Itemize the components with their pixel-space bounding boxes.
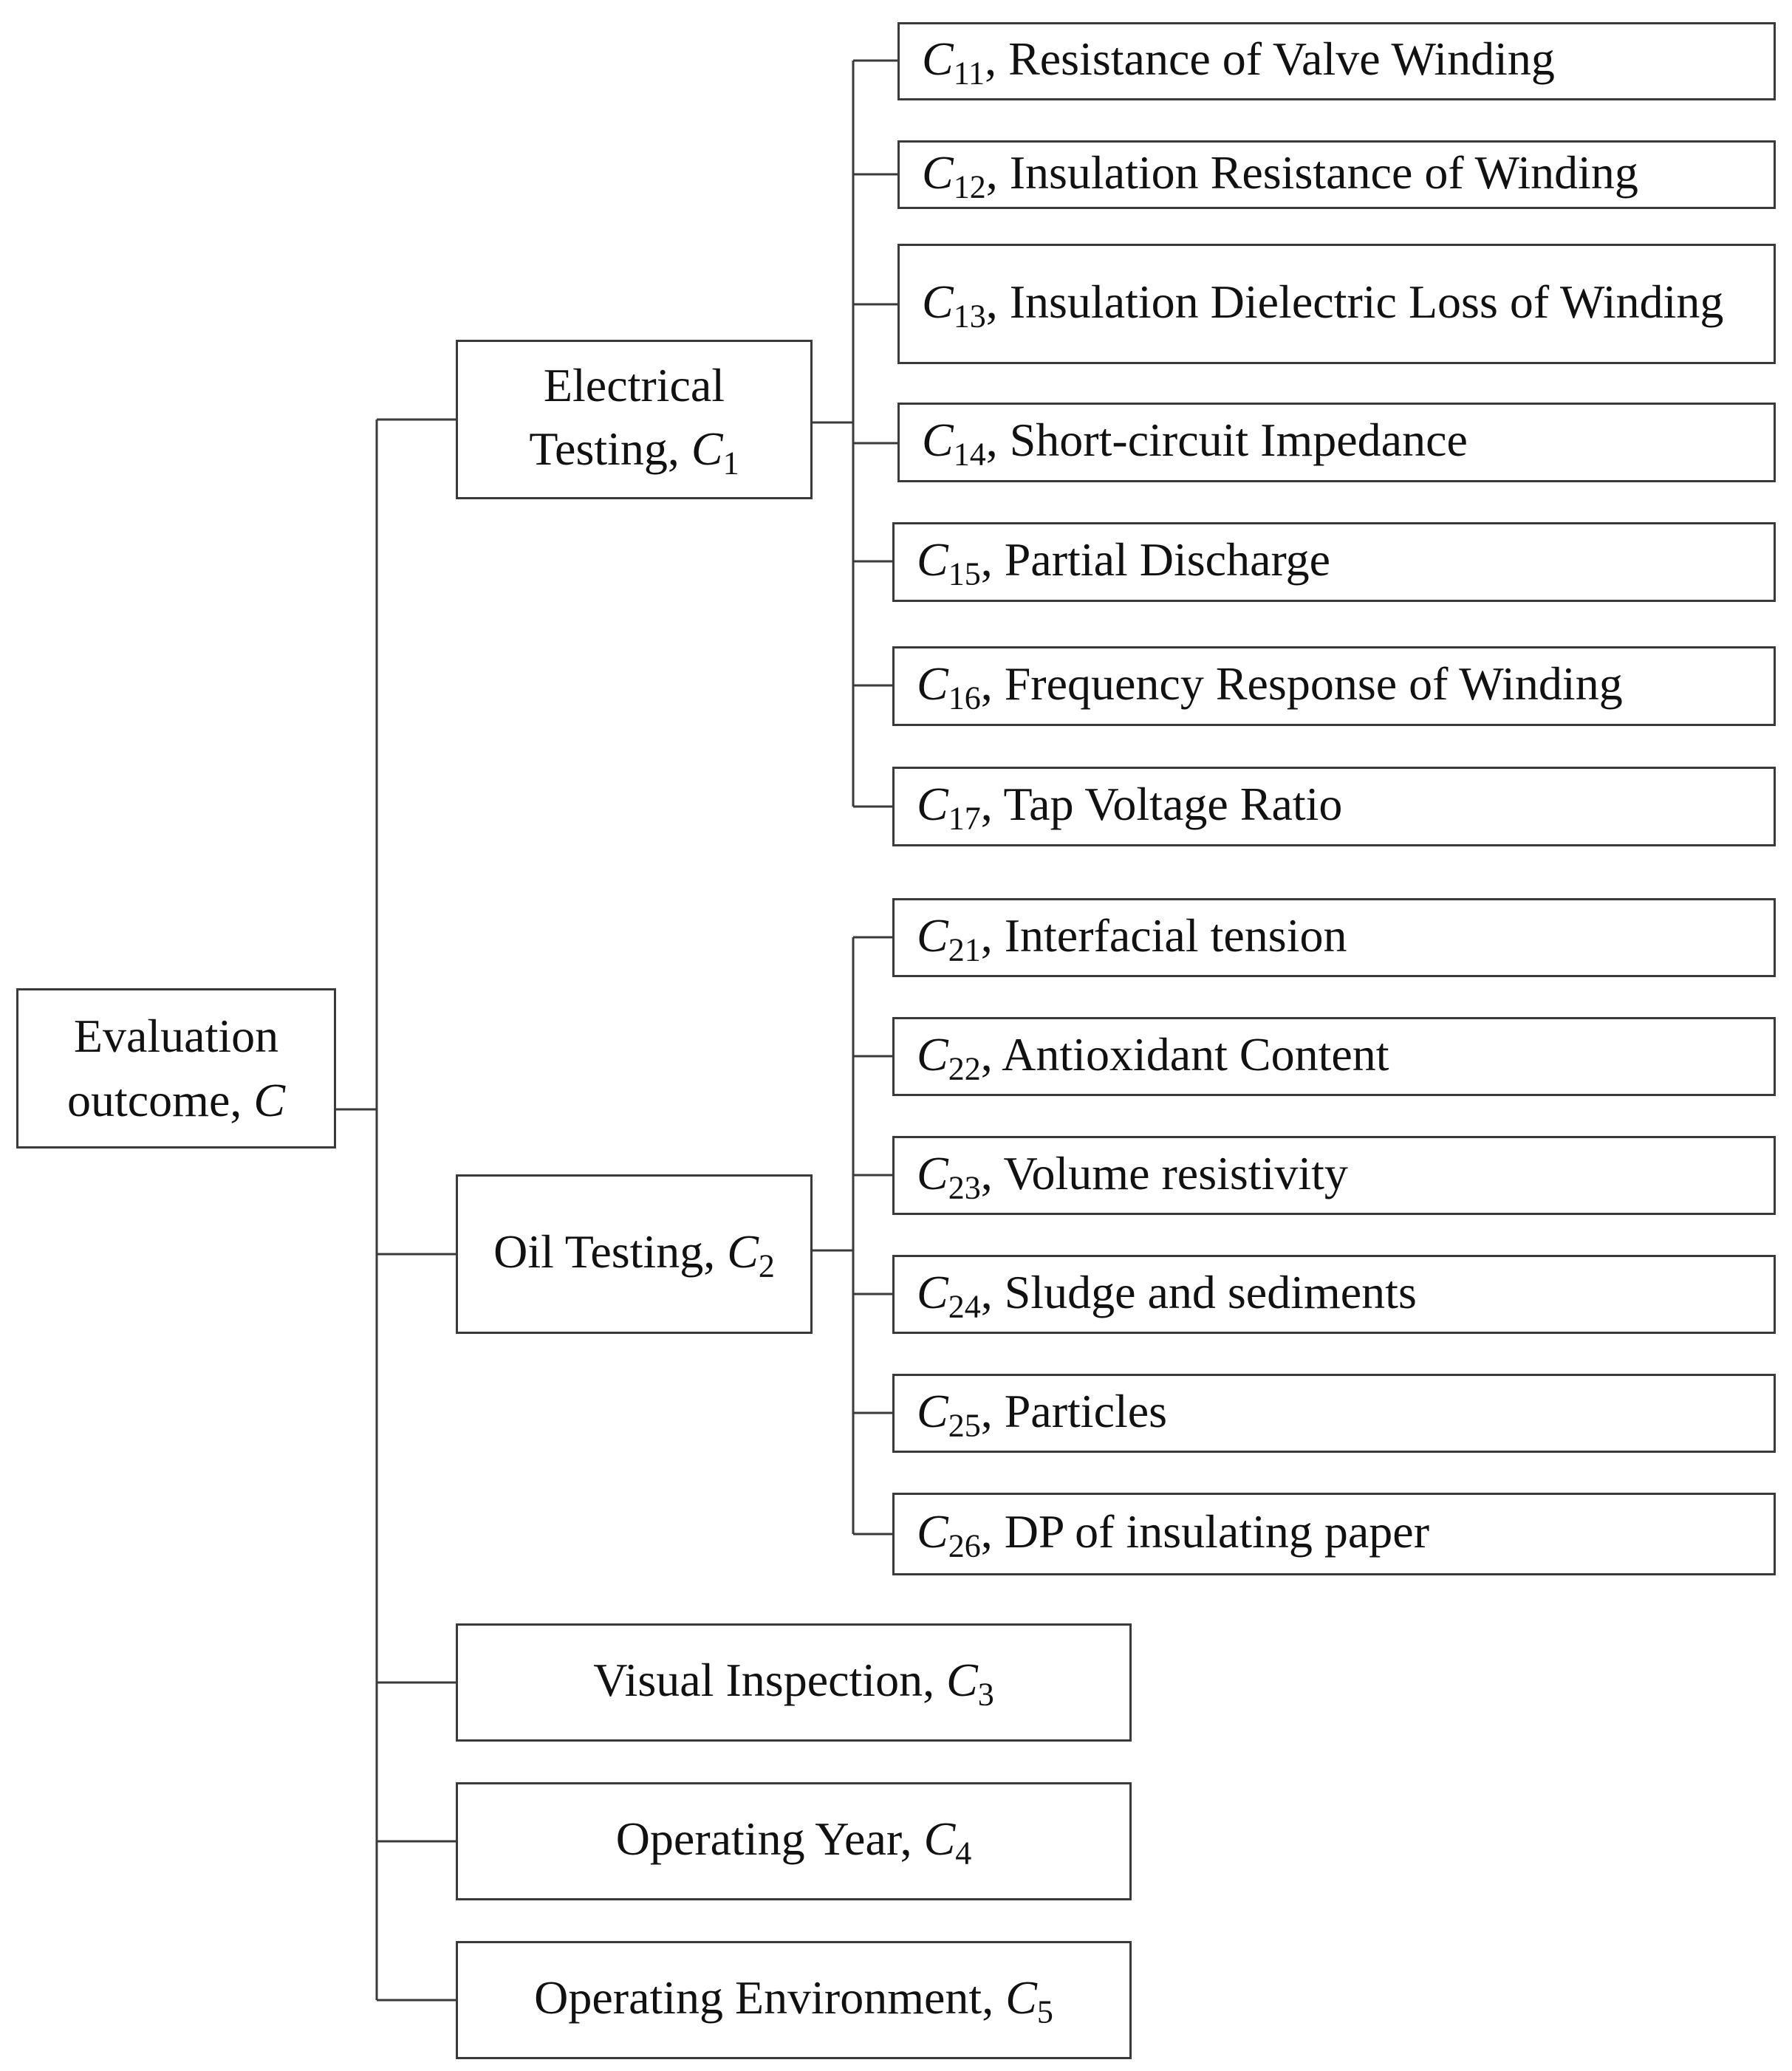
group-node-c1: Electrical Testing, C1: [456, 340, 813, 499]
group-c2-sub: 2: [758, 1247, 775, 1284]
group-c1-sub: 1: [722, 445, 739, 482]
group-c4-sub: 4: [955, 1835, 972, 1872]
criterion-label: , Volume resistivity: [980, 1146, 1348, 1199]
criterion-sub: 26: [948, 1527, 981, 1564]
group-node-c5: Operating Environment, C5: [456, 1941, 1132, 2059]
criterion-sub: 23: [948, 1168, 981, 1205]
criterion-sub: 25: [948, 1406, 981, 1443]
group-c3-sub: 3: [977, 1676, 994, 1713]
criterion-var: C: [917, 1505, 948, 1558]
group-c2-label: Oil Testing,: [493, 1225, 728, 1278]
criterion-var: C: [922, 414, 954, 467]
criterion-node-c25: C25, Particles: [892, 1374, 1776, 1453]
criterion-sub: 21: [948, 931, 981, 968]
criterion-node-c22: C22, Antioxidant Content: [892, 1017, 1776, 1096]
criterion-node-c12: C12, Insulation Resistance of Winding: [897, 140, 1776, 209]
criterion-var: C: [917, 657, 948, 711]
criterion-node-c13: C13, Insulation Dielectric Loss of Windi…: [897, 244, 1776, 364]
group-c3-label: Visual Inspection,: [593, 1654, 947, 1707]
criterion-sub: 12: [953, 168, 986, 205]
root-node: Evaluation outcome, C: [16, 988, 336, 1149]
criterion-node-c24: C24, Sludge and sediments: [892, 1255, 1776, 1334]
criterion-node-c14: C14, Short-circuit Impedance: [897, 403, 1776, 482]
group-node-c3: Visual Inspection, C3: [456, 1623, 1132, 1742]
group-c2-var: C: [727, 1225, 759, 1278]
criterion-var: C: [917, 1027, 948, 1081]
criterion-sub: 13: [953, 297, 986, 334]
criterion-var: C: [922, 146, 954, 199]
criterion-label: , DP of insulating paper: [980, 1505, 1429, 1558]
criterion-label: , Interfacial tension: [980, 908, 1347, 962]
criterion-var: C: [922, 32, 954, 86]
criterion-sub: 11: [953, 55, 985, 92]
criterion-node-c11: C11, Resistance of Valve Winding: [897, 22, 1776, 100]
criterion-node-c23: C23, Volume resistivity: [892, 1136, 1776, 1215]
criterion-var: C: [917, 1384, 948, 1437]
group-node-c4: Operating Year, C4: [456, 1782, 1132, 1900]
criterion-node-c15: C15, Partial Discharge: [892, 522, 1776, 602]
group-c5-label: Operating Environment,: [534, 1971, 1006, 2024]
criterion-node-c17: C17, Tap Voltage Ratio: [892, 767, 1776, 846]
criterion-sub: 24: [948, 1287, 981, 1324]
criterion-label: , Frequency Response of Winding: [980, 657, 1623, 711]
criterion-node-c26: C26, DP of insulating paper: [892, 1493, 1776, 1575]
criterion-sub: 14: [953, 436, 986, 473]
group-c5-var: C: [1005, 1971, 1037, 2024]
group-c4-label: Operating Year,: [615, 1812, 924, 1866]
criterion-label: , Tap Voltage Ratio: [980, 778, 1343, 831]
criterion-label: , Particles: [980, 1384, 1168, 1437]
criterion-node-c16: C16, Frequency Response of Winding: [892, 646, 1776, 726]
criterion-label: , Insulation Resistance of Winding: [985, 146, 1638, 199]
criterion-label: , Sludge and sediments: [980, 1265, 1417, 1318]
criterion-label: , Partial Discharge: [980, 533, 1331, 586]
root-label: Evaluation outcome,: [66, 1010, 279, 1126]
criterion-label: , Insulation Dielectric Loss of Winding: [985, 275, 1724, 328]
criterion-label: , Antioxidant Content: [980, 1027, 1389, 1081]
root-var: C: [253, 1073, 286, 1126]
criterion-var: C: [917, 1146, 948, 1199]
criterion-label: , Resistance of Valve Winding: [985, 32, 1555, 86]
criterion-var: C: [917, 778, 948, 831]
criterion-node-c21: C21, Interfacial tension: [892, 898, 1776, 977]
criterion-var: C: [917, 1265, 948, 1318]
criterion-sub: 16: [948, 680, 981, 716]
group-node-c2: Oil Testing, C2: [456, 1174, 813, 1334]
criterion-var: C: [922, 275, 954, 328]
group-c4-var: C: [923, 1812, 956, 1866]
criterion-var: C: [917, 533, 948, 586]
criterion-var: C: [917, 908, 948, 962]
group-c5-sub: 5: [1036, 1993, 1053, 2030]
criterion-sub: 17: [948, 800, 981, 837]
group-c1-label: Electrical Testing,: [529, 358, 725, 476]
criterion-label: , Short-circuit Impedance: [985, 414, 1468, 467]
criterion-sub: 22: [948, 1050, 981, 1086]
group-c3-var: C: [946, 1654, 978, 1707]
group-c1-var: C: [691, 422, 723, 476]
criterion-sub: 15: [948, 555, 981, 592]
